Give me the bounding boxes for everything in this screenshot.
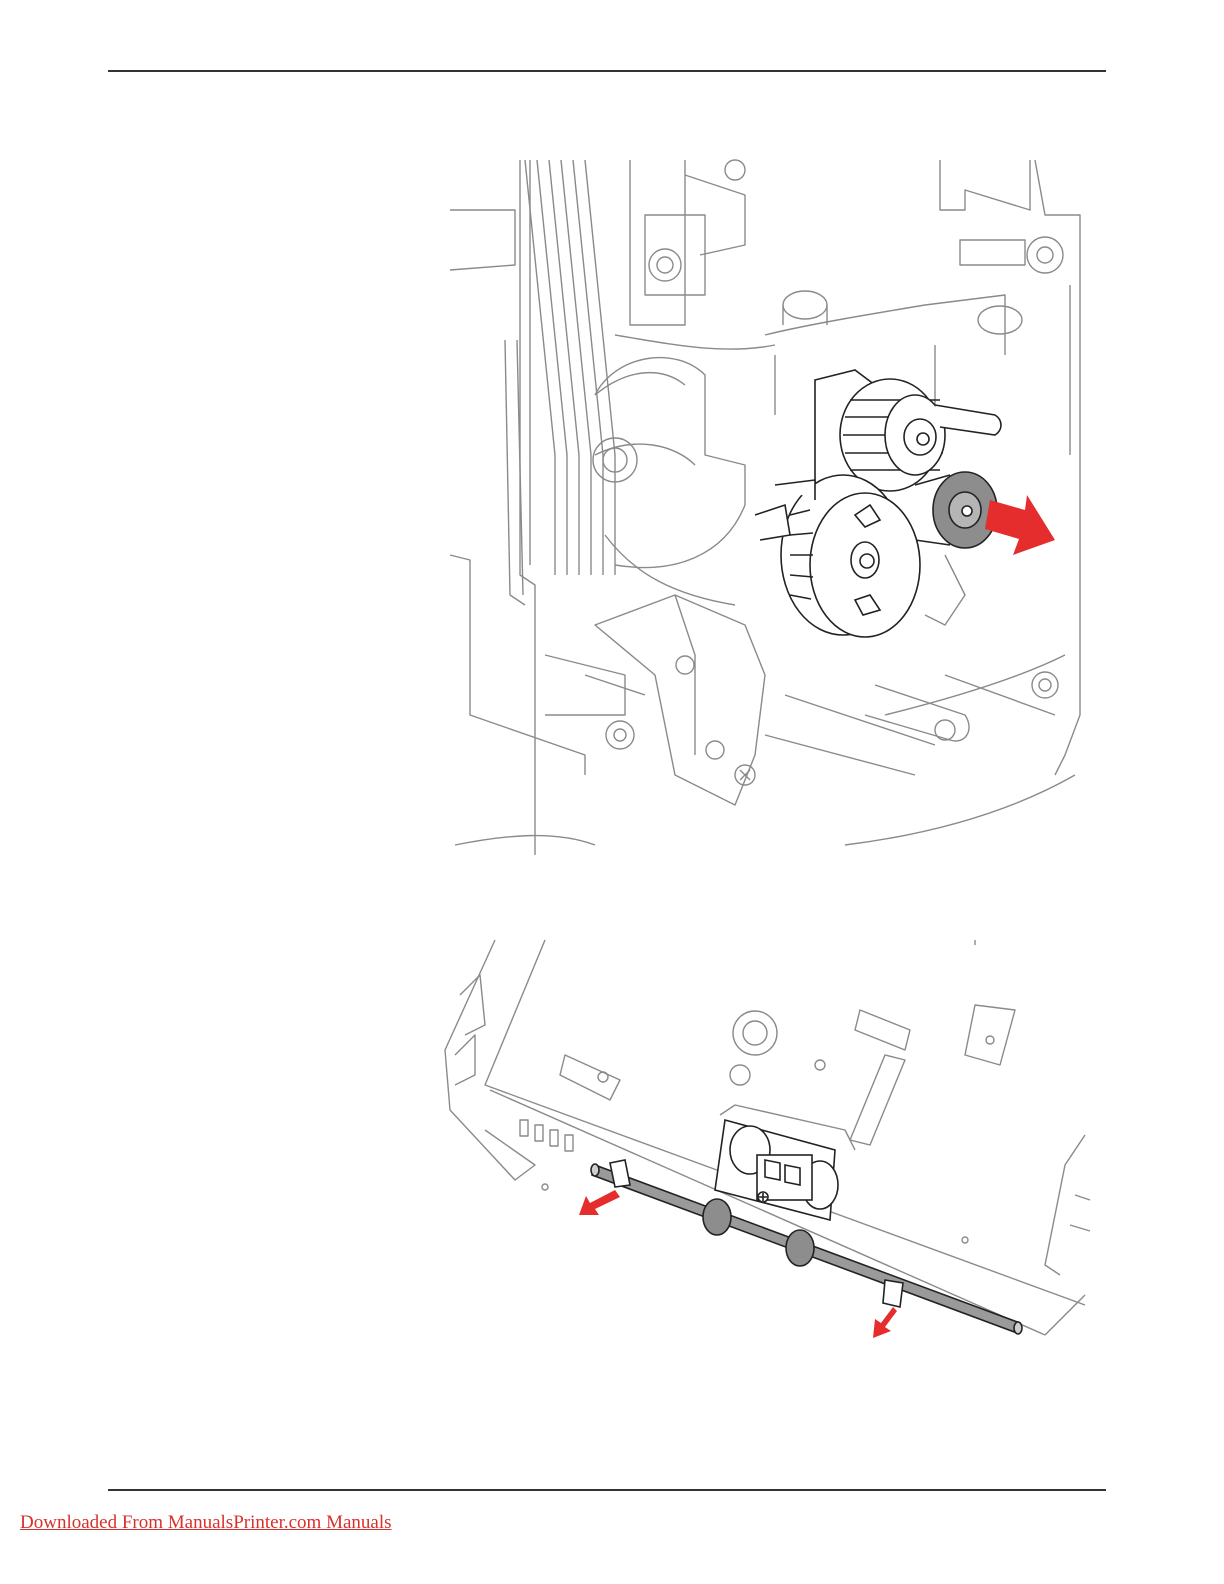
download-source-link[interactable]: Downloaded From ManualsPrinter.com Manua… — [20, 1512, 392, 1534]
pick-roller-shaft-illustration — [435, 935, 1095, 1390]
header-rule — [108, 70, 1106, 72]
roller-shaft-icon — [435, 935, 1095, 1390]
roller-assembly-illustration — [445, 155, 1090, 855]
footer-rule — [108, 1489, 1106, 1491]
roller-assembly-icon — [445, 155, 1090, 855]
